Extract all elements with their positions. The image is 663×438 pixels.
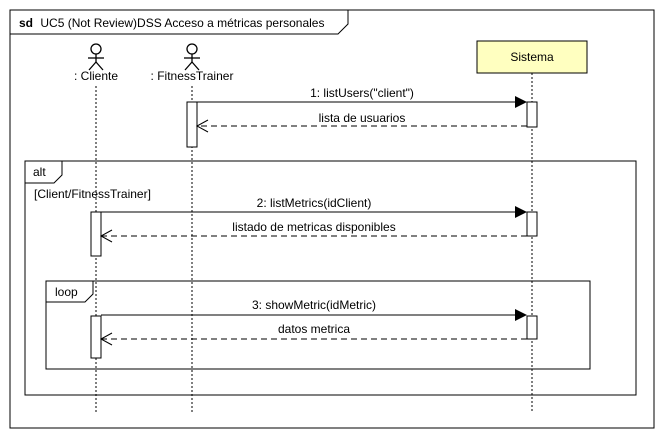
frame-keyword: sd [19, 16, 33, 30]
message-label: 2: listMetrics(idClient) [257, 196, 372, 210]
message-return-2: listado de metricas disponibles [99, 220, 527, 243]
message-label: datos metrica [278, 322, 350, 336]
frame-title: UC5 (Not Review)DSS Acceso a métricas pe… [40, 16, 324, 30]
actor-icon [184, 43, 200, 71]
message-label: 3: showMetric(idMetric) [252, 298, 376, 312]
fragment-loop: loop [45, 280, 591, 370]
fragment-alt: alt [Client/FitnessTrainer] [24, 160, 637, 396]
fragment-operator-alt: alt [33, 165, 46, 179]
message-label: 1: listUsers("client") [310, 86, 414, 100]
message-label: listado de metricas disponibles [232, 220, 395, 234]
participant-label-trainer: : FitnessTrainer [151, 69, 234, 83]
fragment-operator-loop: loop [55, 285, 78, 299]
participant-sistema: Sistema [476, 40, 588, 412]
fragment-guard-alt: [Client/FitnessTrainer] [34, 187, 151, 201]
arrowhead-open [195, 119, 209, 133]
participant-label-cliente: : Cliente [74, 69, 118, 83]
message-return-1: lista de usuarios [195, 111, 527, 133]
message-return-3: datos metrica [99, 322, 527, 346]
message-3: 3: showMetric(idMetric) [101, 298, 527, 321]
system-box [476, 40, 588, 74]
participant-trainer: : FitnessTrainer [151, 43, 234, 412]
arrowhead-filled [515, 206, 527, 218]
actor-icon [88, 43, 104, 71]
arrowhead-filled [515, 96, 527, 108]
arrowhead-open [99, 229, 113, 243]
participant-label-sistema: Sistema [510, 50, 554, 64]
arrowhead-filled [515, 309, 527, 321]
message-1: 1: listUsers("client") [197, 86, 527, 108]
svg-text:sd UC5 (Not Review)DSS: sd UC5 (Not Review)DSS Acceso a métricas… [19, 16, 324, 30]
activation-bars [90, 101, 538, 359]
activation-bar [526, 211, 538, 237]
activation-bar [526, 101, 538, 128]
arrowhead-open [99, 332, 113, 346]
activation-bar [90, 315, 102, 359]
activation-bar [90, 211, 102, 257]
message-2: 2: listMetrics(idClient) [101, 196, 527, 218]
participant-cliente: : Cliente [74, 43, 118, 412]
activation-bar [186, 101, 198, 148]
diagram-frame: sd UC5 (Not Review)DSS Acceso a métricas… [9, 9, 655, 429]
activation-bar [526, 315, 538, 340]
message-label: lista de usuarios [319, 111, 406, 125]
